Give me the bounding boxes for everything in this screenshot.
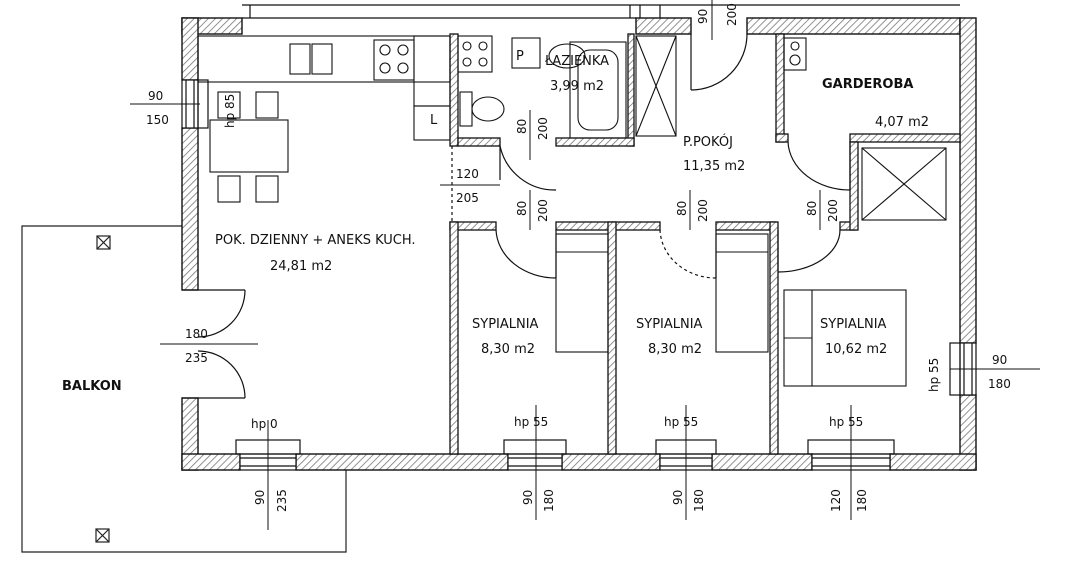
dim-label: 180 xyxy=(988,377,1011,391)
dim-label: 180 xyxy=(185,327,208,341)
wardrobe-label: GARDEROBA xyxy=(822,77,913,92)
shaft-icon xyxy=(861,147,947,221)
bathroom-fixtures xyxy=(457,35,627,139)
dim-label: 150 xyxy=(146,113,169,127)
dim-label: 200 xyxy=(725,3,739,26)
hall-label: P.POKÓJ xyxy=(683,134,733,150)
bathroom-area: 3,99 m2 xyxy=(550,79,604,94)
balcony-label: BALKON xyxy=(62,379,122,394)
dim-label: 90 xyxy=(148,89,163,103)
top-outline xyxy=(242,4,960,19)
hp-label: hp 55 xyxy=(927,358,941,392)
dim-label: 90 xyxy=(992,353,1007,367)
bathroom-label: ŁAZIENKA xyxy=(544,54,609,69)
dim-label: 80 xyxy=(515,119,529,134)
hp-label: hp 0 xyxy=(251,417,278,431)
balcony-door xyxy=(182,289,246,399)
bedroom1-area: 8,30 m2 xyxy=(481,342,535,357)
dim-label: 80 xyxy=(805,201,819,216)
living-room-label: POK. DZIENNY + ANEKS KUCH. xyxy=(215,233,416,248)
bedroom3-label: SYPIALNIA xyxy=(820,317,887,332)
dim-label: 80 xyxy=(675,201,689,216)
dim-label: 90 xyxy=(253,490,267,505)
dim-label: 180 xyxy=(692,489,706,512)
hp-label: hp 55 xyxy=(829,415,863,429)
dim-label: 180 xyxy=(542,489,556,512)
bedroom1-door xyxy=(495,229,557,279)
dim-label: 90 xyxy=(696,9,710,24)
dim-label: 200 xyxy=(536,117,550,140)
dim-label: 90 xyxy=(521,490,535,505)
fixture-p-label: P xyxy=(516,49,524,64)
hp-label: hp 55 xyxy=(664,415,698,429)
dining-table xyxy=(209,91,289,203)
dim-label: 120 xyxy=(829,489,843,512)
bedroom2-label: SYPIALNIA xyxy=(636,317,703,332)
dim-label: 235 xyxy=(275,489,289,512)
kitchen-counter xyxy=(197,35,451,141)
bedroom2-door xyxy=(659,229,717,279)
fixture-l-label: L xyxy=(430,113,438,128)
dim-label: 235 xyxy=(185,351,208,365)
drain-icon xyxy=(96,235,111,250)
interior-walls xyxy=(449,33,961,455)
shaft-icon xyxy=(635,35,677,137)
bedroom2-area: 8,30 m2 xyxy=(648,342,702,357)
bedroom3-door xyxy=(777,229,841,273)
bedroom1-label: SYPIALNIA xyxy=(472,317,539,332)
wardrobe-door xyxy=(787,141,851,191)
dim-label: 200 xyxy=(536,199,550,222)
bedroom3-area: 10,62 m2 xyxy=(825,342,887,357)
dim-label: 205 xyxy=(456,191,479,205)
bathroom-door xyxy=(499,145,557,191)
dim-label: 200 xyxy=(826,199,840,222)
living-room-area: 24,81 m2 xyxy=(270,259,332,274)
hp-label: hp 85 xyxy=(223,94,237,128)
dimension-lines xyxy=(130,0,1040,530)
bed xyxy=(555,233,907,387)
dim-label: 200 xyxy=(696,199,710,222)
dim-label: 90 xyxy=(671,490,685,505)
hp-label: hp 55 xyxy=(514,415,548,429)
dim-label: 180 xyxy=(855,489,869,512)
entrance-door xyxy=(690,33,748,91)
wardrobe-area: 4,07 m2 xyxy=(875,115,929,130)
washer-icon xyxy=(783,37,807,71)
balcony-outline xyxy=(21,225,347,553)
outer-walls xyxy=(181,17,977,471)
dim-label: 120 xyxy=(456,167,479,181)
drain-icon xyxy=(95,528,110,543)
dim-label: 80 xyxy=(515,201,529,216)
hall-area: 11,35 m2 xyxy=(683,159,745,174)
